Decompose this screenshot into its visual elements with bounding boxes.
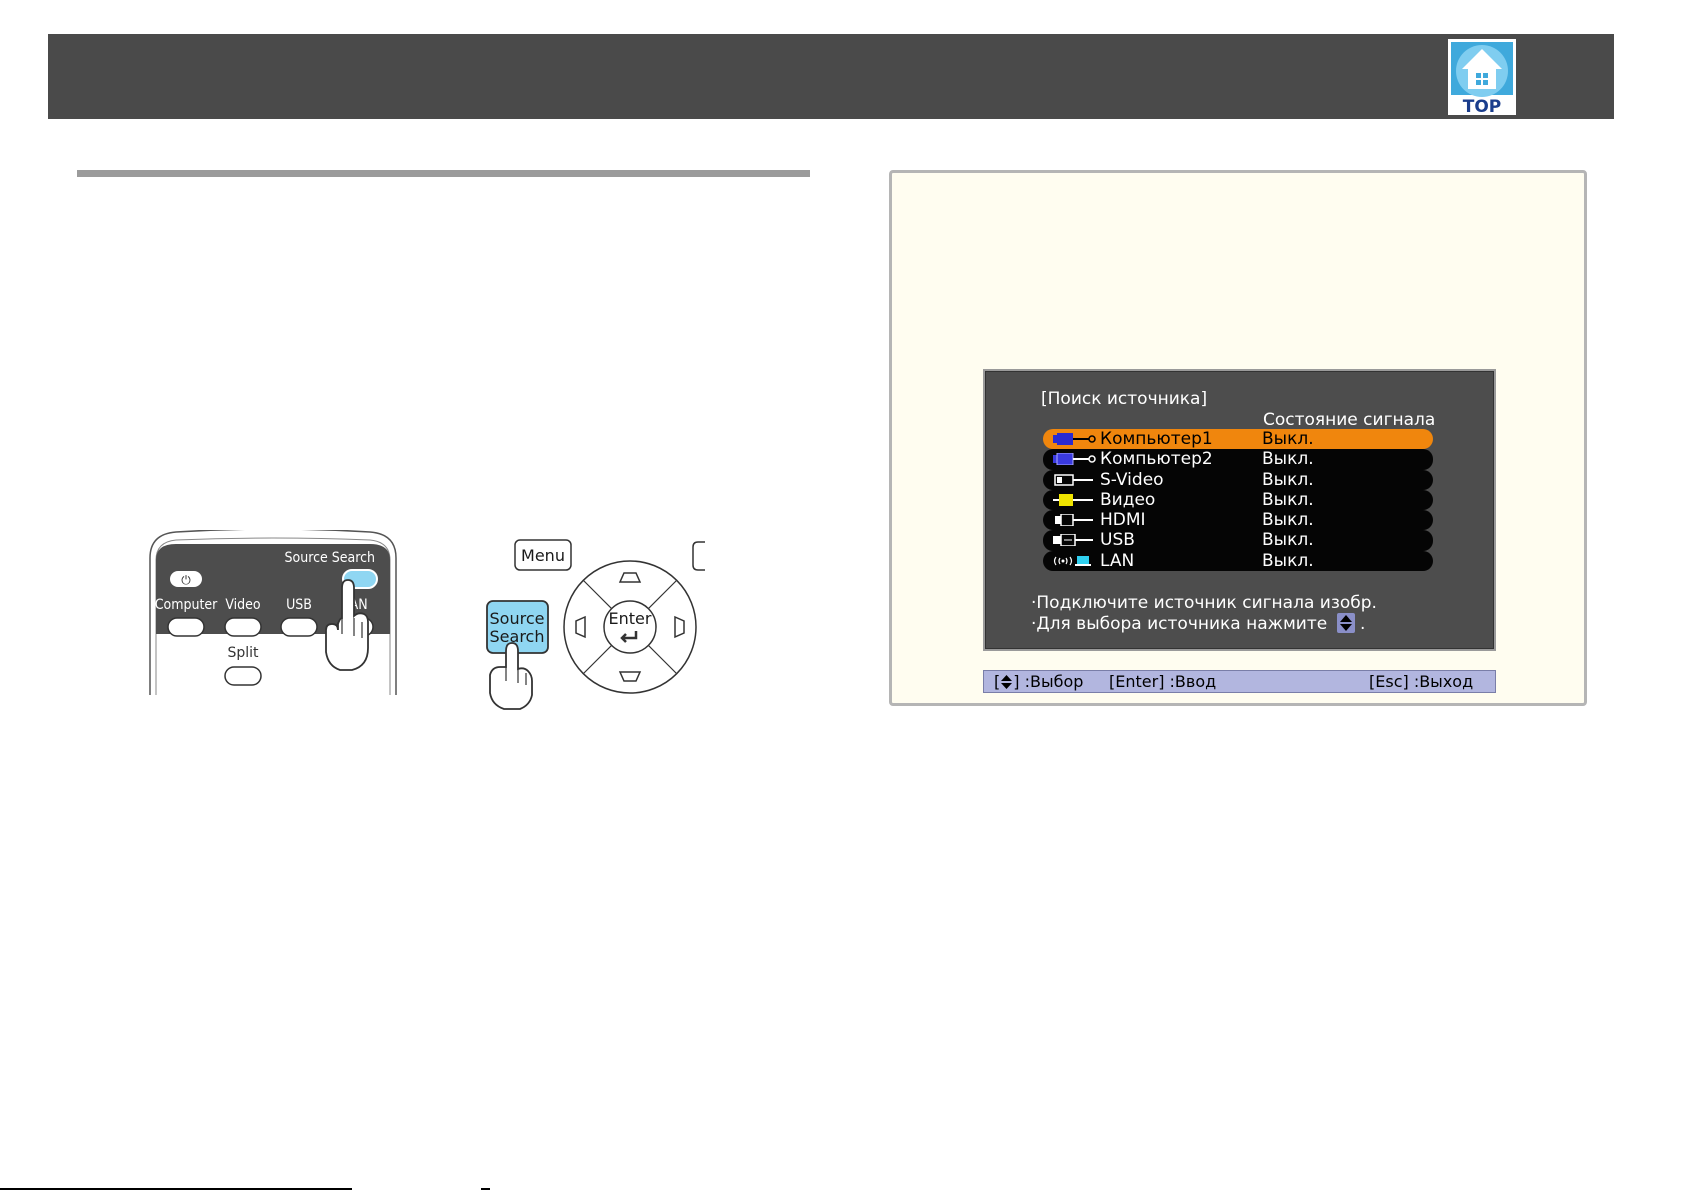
source-row-computer1[interactable]: Компьютер1 Выкл. bbox=[1043, 429, 1433, 450]
signal-status-header: Состояние сигнала bbox=[1263, 410, 1436, 430]
hdmi-port-icon bbox=[1055, 514, 1093, 527]
svideo-port-icon bbox=[1054, 473, 1093, 486]
section-divider bbox=[77, 170, 810, 177]
usb-label: USB bbox=[286, 597, 312, 613]
usb-port-icon bbox=[1053, 534, 1093, 547]
remote-navigation-illustration: Menu Source Search Enter bbox=[486, 539, 705, 710]
osd-help-bar: [] :Выбор [Enter] :Ввод [Esc] :Выход bbox=[983, 670, 1496, 693]
pointing-hand-icon bbox=[325, 579, 369, 671]
source-name: HDMI bbox=[1100, 510, 1146, 531]
video-port-icon bbox=[1053, 493, 1093, 506]
hint-text: ·Для выбора источника нажмите bbox=[1031, 614, 1328, 634]
footer-exit: [Esc] :Выход bbox=[1369, 672, 1474, 691]
computer-port-icon bbox=[1053, 433, 1096, 445]
osd-title: [Поиск источника] bbox=[1041, 389, 1208, 409]
hint-period: . bbox=[1360, 614, 1366, 634]
source-row-video[interactable]: Видео Выкл. bbox=[1043, 489, 1433, 511]
source-name: Компьютер1 bbox=[1100, 429, 1213, 449]
footer-select: [] :Выбор bbox=[994, 672, 1084, 691]
page-footer-rule bbox=[0, 1188, 352, 1190]
source-state: Выкл. bbox=[1262, 550, 1314, 571]
split-label: Split bbox=[227, 645, 259, 661]
lan-wireless-icon bbox=[1053, 555, 1091, 566]
source-name: LAN bbox=[1100, 550, 1135, 571]
menu-label: Menu bbox=[521, 546, 565, 565]
power-button bbox=[170, 571, 202, 587]
top-label: TOP bbox=[1463, 97, 1502, 115]
source-name: S-Video bbox=[1100, 469, 1164, 490]
up-down-arrow-icon bbox=[1001, 675, 1013, 689]
keystone-down-icon bbox=[618, 671, 642, 682]
source-name: Компьютер2 bbox=[1100, 449, 1213, 470]
video-label: Video bbox=[225, 597, 261, 613]
source-line1: Source bbox=[490, 609, 545, 628]
split-button bbox=[224, 666, 262, 686]
source-row-hdmi[interactable]: HDMI Выкл. bbox=[1043, 510, 1433, 531]
enter-button bbox=[603, 600, 657, 654]
source-state: Выкл. bbox=[1262, 429, 1314, 449]
up-down-arrow-icon bbox=[1336, 613, 1355, 633]
enter-arrow-icon bbox=[620, 631, 638, 643]
source-state: Выкл. bbox=[1262, 449, 1314, 470]
remote-control-illustration: Source Search ⏻ Computer Video USB LAN S… bbox=[149, 530, 397, 695]
source-state: Выкл. bbox=[1262, 469, 1314, 490]
enter-label: Enter bbox=[609, 609, 652, 628]
keystone-up-icon bbox=[618, 572, 642, 583]
keystone-left-icon bbox=[575, 615, 586, 639]
video-button bbox=[224, 617, 262, 637]
source-row-svideo[interactable]: S-Video Выкл. bbox=[1043, 469, 1433, 490]
usb-button bbox=[280, 617, 318, 637]
source-search-screen: [Поиск источника] Состояние сигнала Комп… bbox=[983, 369, 1496, 651]
source-name: Видео bbox=[1100, 489, 1156, 510]
pointing-hand-icon bbox=[489, 642, 533, 710]
source-name: USB bbox=[1100, 530, 1135, 551]
footer-enter: [Enter] :Ввод bbox=[1109, 672, 1217, 691]
search-line2: Search bbox=[490, 627, 545, 646]
computer-label: Computer bbox=[155, 597, 218, 613]
keystone-right-icon bbox=[674, 615, 685, 639]
page-footer-mark bbox=[481, 1188, 490, 1190]
hint-select-source: ·Для выбора источника нажмите . bbox=[1031, 613, 1365, 634]
source-state: Выкл. bbox=[1262, 489, 1314, 510]
menu-button bbox=[514, 539, 572, 571]
source-row-usb[interactable]: USB Выкл. bbox=[1043, 530, 1433, 551]
source-list: Компьютер1 Выкл. Компьютер2 Выкл. S-Vide… bbox=[1043, 429, 1433, 572]
top-home-icon[interactable]: TOP bbox=[1448, 39, 1516, 115]
source-state: Выкл. bbox=[1262, 530, 1314, 551]
source-row-computer2[interactable]: Компьютер2 Выкл. bbox=[1043, 449, 1433, 470]
computer2-port-icon bbox=[1053, 453, 1096, 466]
power-icon: ⏻ bbox=[181, 573, 191, 587]
computer-button bbox=[167, 617, 205, 637]
source-search-label: Source Search bbox=[285, 550, 375, 566]
hint-connect-source: ·Подключите источник сигнала изобр. bbox=[1031, 593, 1377, 613]
source-state: Выкл. bbox=[1262, 510, 1314, 531]
header-banner bbox=[48, 34, 1614, 119]
source-row-lan[interactable]: LAN Выкл. bbox=[1043, 550, 1433, 572]
